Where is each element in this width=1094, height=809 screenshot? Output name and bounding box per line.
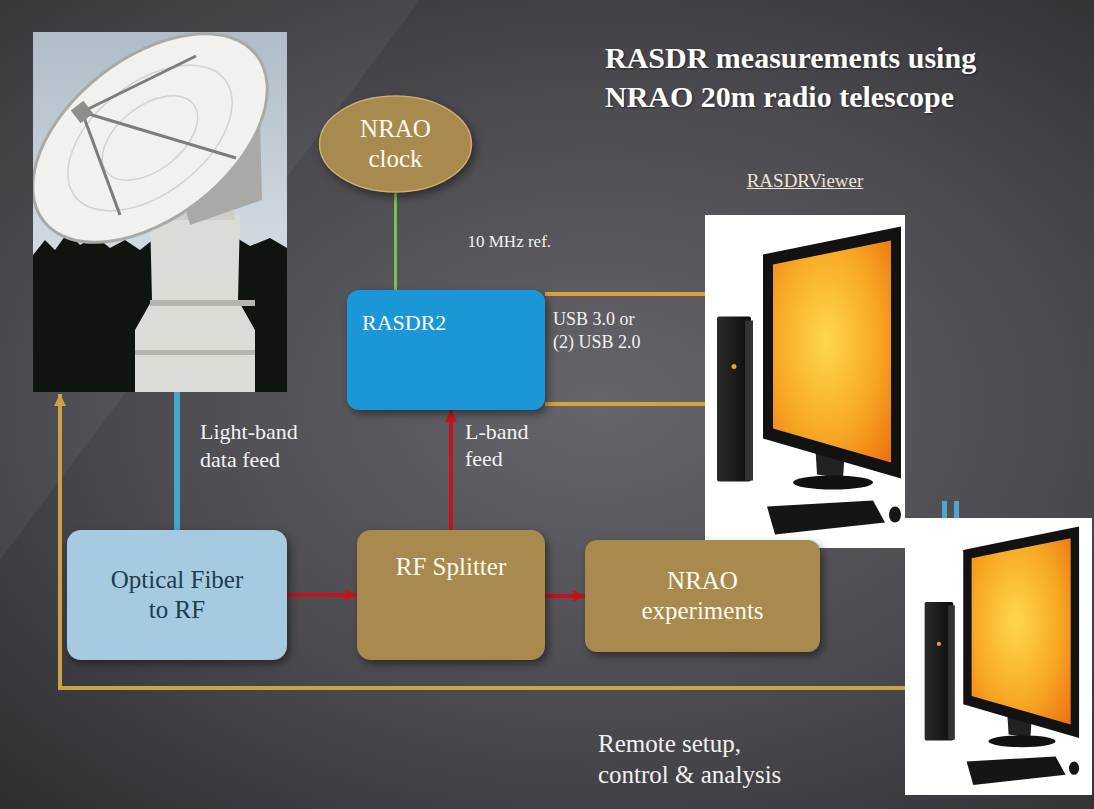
connector-label: L-band feed <box>465 418 537 473</box>
node-heading: RASDRViewer <box>747 170 864 193</box>
node-label: RF Splitter <box>396 552 506 582</box>
light-band-line <box>174 392 180 530</box>
node-label: RASDR2 <box>362 310 446 336</box>
connector-label: USB 3.0 or (2) USB 2.0 <box>553 308 653 353</box>
feed-strut <box>82 56 196 112</box>
experiments-box: NRAO experiments <box>585 540 820 652</box>
connector <box>394 193 397 290</box>
computer-icon <box>925 526 1079 785</box>
link-dash <box>954 501 959 518</box>
viewer-computer: RASDRViewer <box>705 166 905 548</box>
clock-ellipse: NRAO clock <box>318 95 473 193</box>
pedestal-band <box>150 300 255 306</box>
connector <box>449 410 453 530</box>
ellipse-outline <box>318 95 473 193</box>
splitter-box: RF Splitter <box>357 530 545 660</box>
dish <box>33 32 287 284</box>
diagram-title: RASDR measurements using NRAO 20m radio … <box>605 38 1045 116</box>
computer-panel <box>905 518 1092 795</box>
link-dash <box>942 501 947 518</box>
node-label: NRAO experiments <box>633 566 773 626</box>
connector <box>545 594 585 598</box>
pedestal <box>135 215 255 392</box>
telescope-photo <box>33 32 287 392</box>
computer-panel <box>705 215 905 548</box>
computer-icon <box>717 227 901 535</box>
feed-strut <box>82 112 120 215</box>
node-label: Optical Fiber to RF <box>101 565 253 625</box>
ellipse-shape <box>320 96 472 192</box>
dish-panel-ring <box>41 36 258 240</box>
sdr-box: RASDR2 <box>347 290 545 410</box>
converter-box: Optical Fiber to RF <box>67 530 287 660</box>
connector <box>287 593 357 597</box>
control-label: Remote setup, control & analysis <box>598 728 798 791</box>
node-label: NRAO clock <box>348 114 443 174</box>
feed-strut <box>82 112 236 158</box>
connector <box>545 294 705 404</box>
feed-horn <box>71 101 93 123</box>
feed-label: Light-band data feed <box>200 418 325 473</box>
pedestal-band <box>135 350 255 355</box>
connector-label: 10 MHz ref. <box>468 231 578 252</box>
